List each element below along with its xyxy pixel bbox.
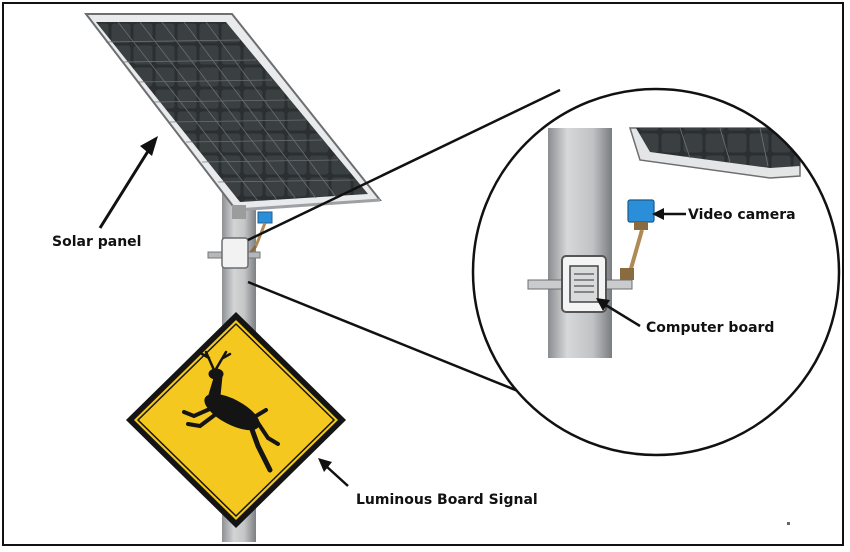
arrow-video-camera — [652, 208, 686, 220]
zoom-line-top — [247, 88, 561, 242]
arrow-solar-panel — [98, 136, 158, 229]
panel-mount — [232, 205, 246, 219]
computer-board-small — [207, 237, 261, 269]
label-solar-panel: Solar panel — [52, 234, 141, 250]
zoom-detail-circle — [471, 87, 841, 457]
label-sign: Luminous Board Signal — [356, 492, 538, 508]
stray-mark — [787, 522, 790, 525]
deer-crossing-icon — [182, 350, 280, 473]
label-video-camera: Video camera — [688, 207, 796, 223]
solar-panel — [83, 13, 382, 212]
label-computer-board: Computer board — [646, 320, 774, 336]
luminous-board-sign — [126, 312, 346, 528]
arrow-computer-board — [596, 298, 641, 328]
arrow-sign — [318, 458, 349, 487]
zoom-line-bottom — [247, 280, 561, 410]
figure-border — [2, 2, 844, 546]
